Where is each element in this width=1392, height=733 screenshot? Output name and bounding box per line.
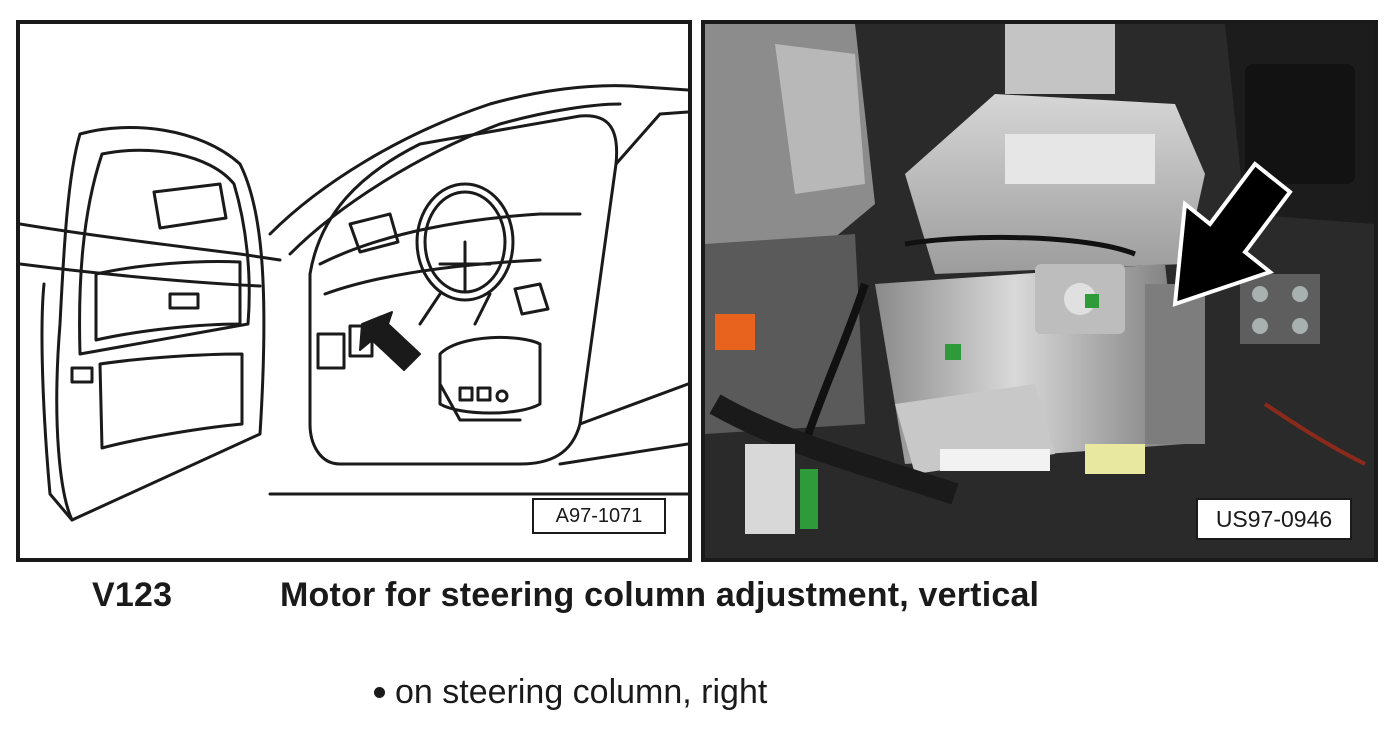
door-panel-lower (98, 352, 244, 450)
windshield-frame (288, 102, 622, 256)
door-handle (168, 292, 200, 310)
console-shift (513, 282, 550, 316)
location-note: on steering column, right (374, 673, 767, 712)
steering-wheel (415, 182, 515, 302)
steering-column-photo (705, 24, 1374, 558)
barcode-label (940, 449, 1050, 471)
wire-red (1263, 402, 1366, 466)
seat-switch (458, 386, 474, 402)
open-door (55, 126, 266, 522)
hood-line (20, 222, 282, 262)
car-interior-drawing (20, 84, 688, 522)
location-text: on steering column, right (395, 673, 768, 711)
label-sticker (1085, 444, 1145, 474)
upper-bracket (1005, 24, 1115, 94)
location-arrow-icon (1172, 161, 1293, 307)
adjustment-motor (1145, 284, 1205, 444)
fender-line (20, 262, 262, 288)
wire-harness-left (801, 282, 869, 446)
figure-right-photo: US97-0946 (701, 20, 1378, 562)
bolt-3 (1252, 318, 1268, 334)
bolt-2 (1292, 286, 1308, 302)
air-vent (348, 212, 400, 254)
component-title: Motor for steering column adjustment, ve… (280, 576, 1040, 614)
component-code: V123 (92, 576, 173, 614)
figure-label-left: A97-1071 (532, 498, 666, 534)
b-pillar (614, 110, 688, 166)
wire-top (904, 234, 1136, 257)
fuse-block (745, 444, 795, 534)
door-window-frame (78, 148, 251, 356)
door-mirror (152, 182, 228, 230)
seat-knob (495, 389, 509, 403)
roof-edge (628, 84, 688, 92)
seat-switch-2 (476, 386, 492, 402)
seat-cushion (438, 336, 542, 415)
relay-box (1245, 64, 1355, 184)
bullet-dot-icon (374, 687, 385, 698)
wire-harness-lower (709, 394, 959, 505)
steering-column (418, 292, 492, 326)
control-unit-label (1005, 134, 1155, 184)
figure-left-line-drawing: A97-1071 (16, 20, 692, 562)
bolt-4 (1292, 318, 1308, 334)
door-panel-upper (94, 260, 242, 342)
connector-green-2 (945, 344, 961, 360)
sill-line (578, 382, 688, 426)
door-latch (70, 366, 94, 384)
connector-green (1085, 294, 1099, 308)
bolt-1 (1252, 286, 1268, 302)
connector-orange (715, 314, 755, 350)
bolt-plate (1240, 274, 1320, 344)
steering-spokes (438, 240, 492, 294)
rocker-line (558, 442, 688, 466)
roofline (268, 84, 632, 236)
door-opening (308, 114, 619, 466)
pedal-brake (316, 332, 346, 370)
seat-base (438, 382, 522, 422)
door-edge (40, 282, 74, 522)
connector-green-3 (800, 469, 818, 529)
duct-part (775, 44, 865, 194)
figure-label-right: US97-0946 (1196, 498, 1352, 540)
location-arrow-icon (359, 311, 421, 371)
dashboard-top (318, 212, 582, 266)
